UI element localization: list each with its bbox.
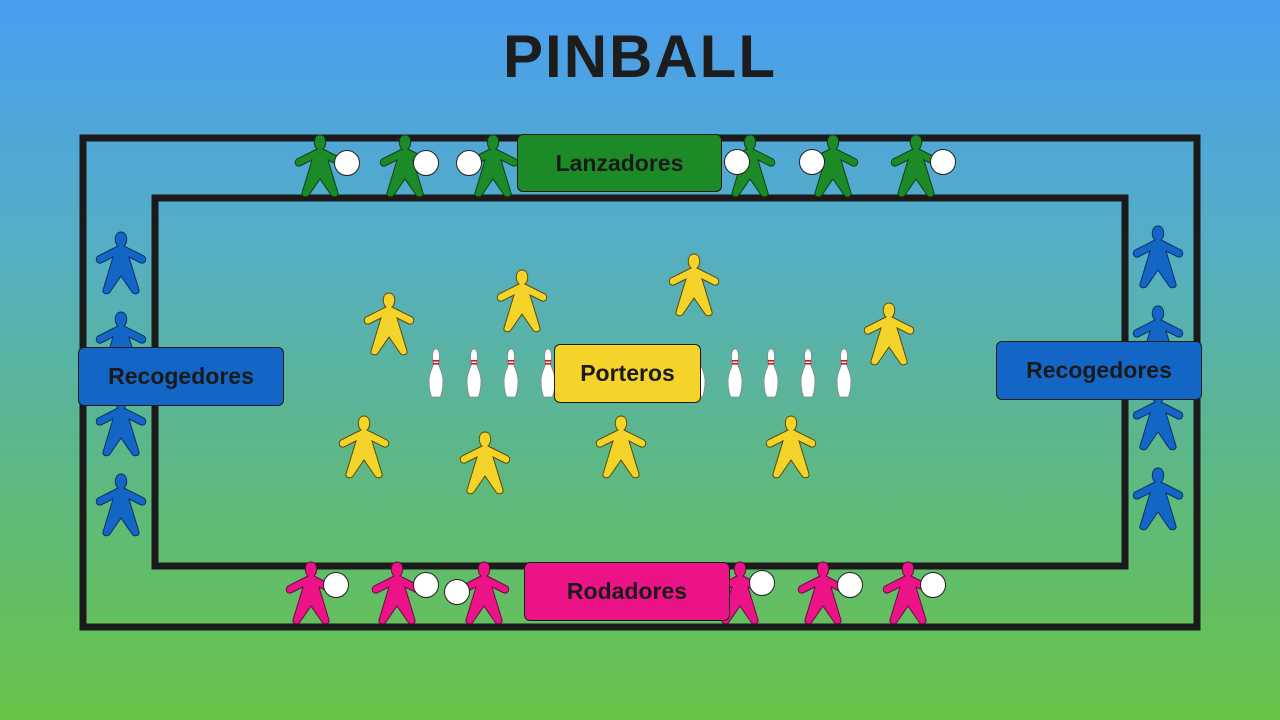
ball — [413, 150, 439, 176]
ball — [413, 572, 439, 598]
label-recogedores-left: Recogedores — [78, 347, 284, 406]
recogedor-figure — [1132, 467, 1184, 531]
portero-figure — [459, 431, 511, 495]
bowling-pin — [503, 348, 519, 398]
recogedor-figure — [95, 231, 147, 295]
ball — [920, 572, 946, 598]
portero-figure — [863, 302, 915, 366]
bowling-pin — [763, 348, 779, 398]
label-rodadores: Rodadores — [524, 562, 730, 621]
label-porteros: Porteros — [554, 344, 701, 403]
recogedor-figure — [1132, 225, 1184, 289]
portero-figure — [668, 253, 720, 317]
recogedor-figure — [95, 473, 147, 537]
ball — [724, 149, 750, 175]
bowling-pin — [727, 348, 743, 398]
lanzadores-group — [294, 134, 956, 198]
ball — [799, 149, 825, 175]
rodadores-group — [285, 561, 946, 625]
bowling-pin — [800, 348, 816, 398]
ball — [930, 149, 956, 175]
ball — [323, 572, 349, 598]
bowling-pin — [540, 348, 556, 398]
label-lanzadores: Lanzadores — [517, 134, 722, 192]
ball — [837, 572, 863, 598]
diagram-title: PINBALL — [503, 23, 777, 90]
ball — [749, 570, 775, 596]
rodador-figure — [371, 561, 423, 625]
portero-figure — [363, 292, 415, 356]
portero-figure — [595, 415, 647, 479]
portero-figure — [338, 415, 390, 479]
bowling-pin — [836, 348, 852, 398]
portero-figure — [496, 269, 548, 333]
ball — [456, 150, 482, 176]
ball — [444, 579, 470, 605]
label-recogedores-right: Recogedores — [996, 341, 1202, 400]
bowling-pin — [466, 348, 482, 398]
ball — [334, 150, 360, 176]
portero-figure — [765, 415, 817, 479]
bowling-pin — [428, 348, 444, 398]
